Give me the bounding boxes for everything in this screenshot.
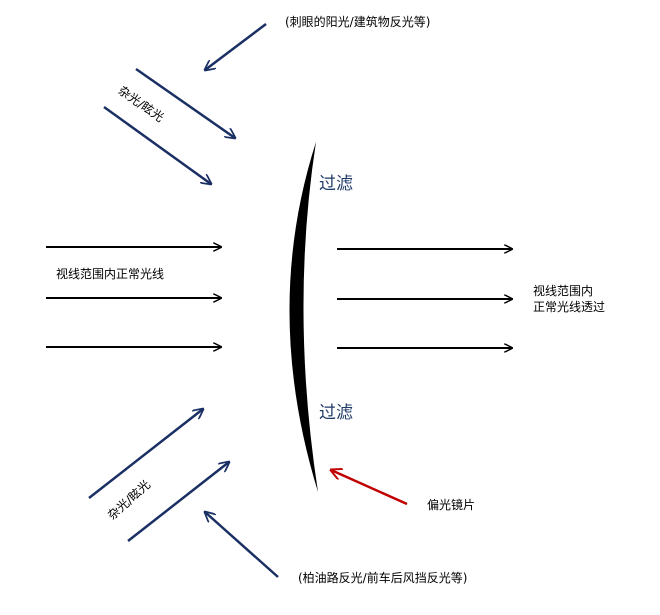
glare-top-source-arrow — [205, 23, 267, 70]
glare-top-arrow-1 — [135, 67, 235, 138]
polarized-lens-shape — [289, 142, 318, 492]
bottom-glare-source-label: (柏油路反光/前车后风挡反光等) — [298, 571, 468, 585]
polarized-lens-label: 偏光镜片 — [427, 498, 476, 512]
normal-light-out-label-line2: 正常光线透过 — [533, 300, 606, 314]
normal-light-in-label: 视线范围内正常光线 — [56, 267, 165, 281]
glare-top-arrow-2 — [103, 105, 211, 184]
lens-pointer-arrow — [331, 470, 408, 506]
filter-label-bottom: 过滤 — [319, 403, 353, 423]
normal-light-out-label-line1: 视线范围内 — [533, 284, 594, 298]
top-glare-source-label: (刺眼的阳光/建筑物反光等) — [285, 15, 431, 29]
glare-bottom-arrow-2 — [127, 462, 229, 542]
filter-label-top: 过滤 — [319, 174, 353, 194]
glare-bottom-arrow-1 — [88, 409, 203, 499]
glare-bottom-source-arrow — [205, 512, 279, 578]
